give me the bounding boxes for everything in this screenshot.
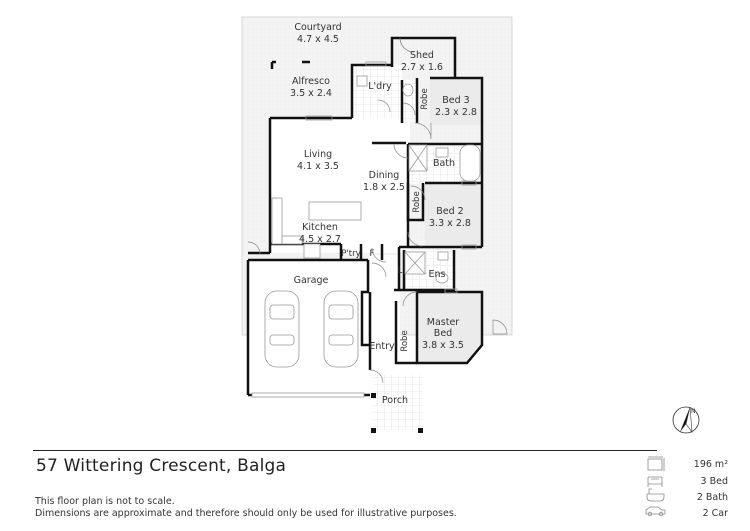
car-left — [264, 290, 300, 368]
bed3-label: Bed 3 — [442, 95, 469, 106]
alfresco-posts — [270, 60, 310, 69]
robe-bed3-label: Robe — [420, 88, 430, 109]
alfresco-label: Alfresco — [292, 76, 330, 87]
bed-icon — [647, 476, 663, 487]
bath-label: Bath — [433, 158, 455, 169]
stat-area: 196 m² — [693, 459, 728, 470]
laundry-label: L'dry — [368, 81, 392, 92]
area-icon — [647, 456, 665, 471]
entry-label: Entry — [369, 341, 395, 352]
stat-bedrooms: 3 Bed — [700, 476, 728, 487]
porch-posts — [371, 393, 423, 433]
master-dims: 3.8 x 3.5 — [422, 340, 464, 351]
kitchen-dims: 4.5 x 2.7 — [299, 234, 341, 245]
garage-label: Garage — [294, 275, 329, 286]
door-swings — [247, 99, 508, 384]
linen-label: L — [398, 266, 403, 276]
compass-north-label: N — [691, 408, 696, 415]
shed-dims: 2.7 x 1.6 — [401, 62, 443, 73]
robe-master-label: Robe — [400, 330, 410, 351]
kitchen-fixtures — [271, 197, 362, 259]
porch-floor — [373, 375, 423, 430]
car-right — [323, 290, 359, 368]
fridge-label: F — [370, 249, 375, 259]
courtyard-dims: 4.7 x 4.5 — [297, 34, 339, 45]
bath-icon — [646, 488, 665, 502]
robe-bed2-label: Robe — [412, 191, 422, 212]
shed-label: Shed — [410, 50, 434, 61]
dining-label: Dining — [369, 170, 400, 181]
bath-fixtures — [356, 75, 481, 284]
bed3-floor — [430, 78, 482, 125]
property-address: 57 Wittering Crescent, Balga — [36, 456, 287, 476]
kitchen-label: Kitchen — [302, 222, 338, 233]
shed — [390, 36, 457, 78]
walls — [246, 63, 484, 397]
disclaimer-scale: This floor plan is not to scale. — [35, 496, 175, 507]
car-icon — [645, 506, 666, 517]
bed3-dims: 2.3 x 2.8 — [435, 107, 477, 118]
porch-label: Porch — [382, 395, 408, 406]
laundry-floor — [352, 65, 402, 118]
living-label: Living — [304, 149, 332, 160]
ensuite-label: Ens — [429, 269, 446, 280]
stat-car-spaces: 2 Car — [702, 508, 728, 519]
alfresco-dims: 3.5 x 2.4 — [290, 88, 332, 99]
master-label-1: Master — [427, 317, 460, 328]
disclaimer-dimensions: Dimensions are approximate and therefore… — [35, 508, 457, 519]
master-label-2: Bed — [434, 328, 452, 339]
footer-divider — [33, 450, 657, 451]
pantry-label: P'try — [341, 249, 360, 259]
master-floor — [417, 291, 482, 363]
courtyard-label: Courtyard — [294, 22, 341, 33]
dining-dims: 1.8 x 2.5 — [363, 182, 405, 193]
living-dims: 4.1 x 3.5 — [297, 161, 339, 172]
bed2-dims: 3.3 x 2.8 — [429, 218, 471, 229]
stat-bathrooms: 2 Bath — [696, 492, 728, 503]
compass-icon: N — [672, 406, 700, 434]
bed2-label: Bed 2 — [436, 206, 463, 217]
room-labels: Courtyard 4.7 x 4.5 Shed 2.7 x 1.6 Alfre… — [290, 22, 477, 406]
bed2-floor — [425, 183, 482, 246]
